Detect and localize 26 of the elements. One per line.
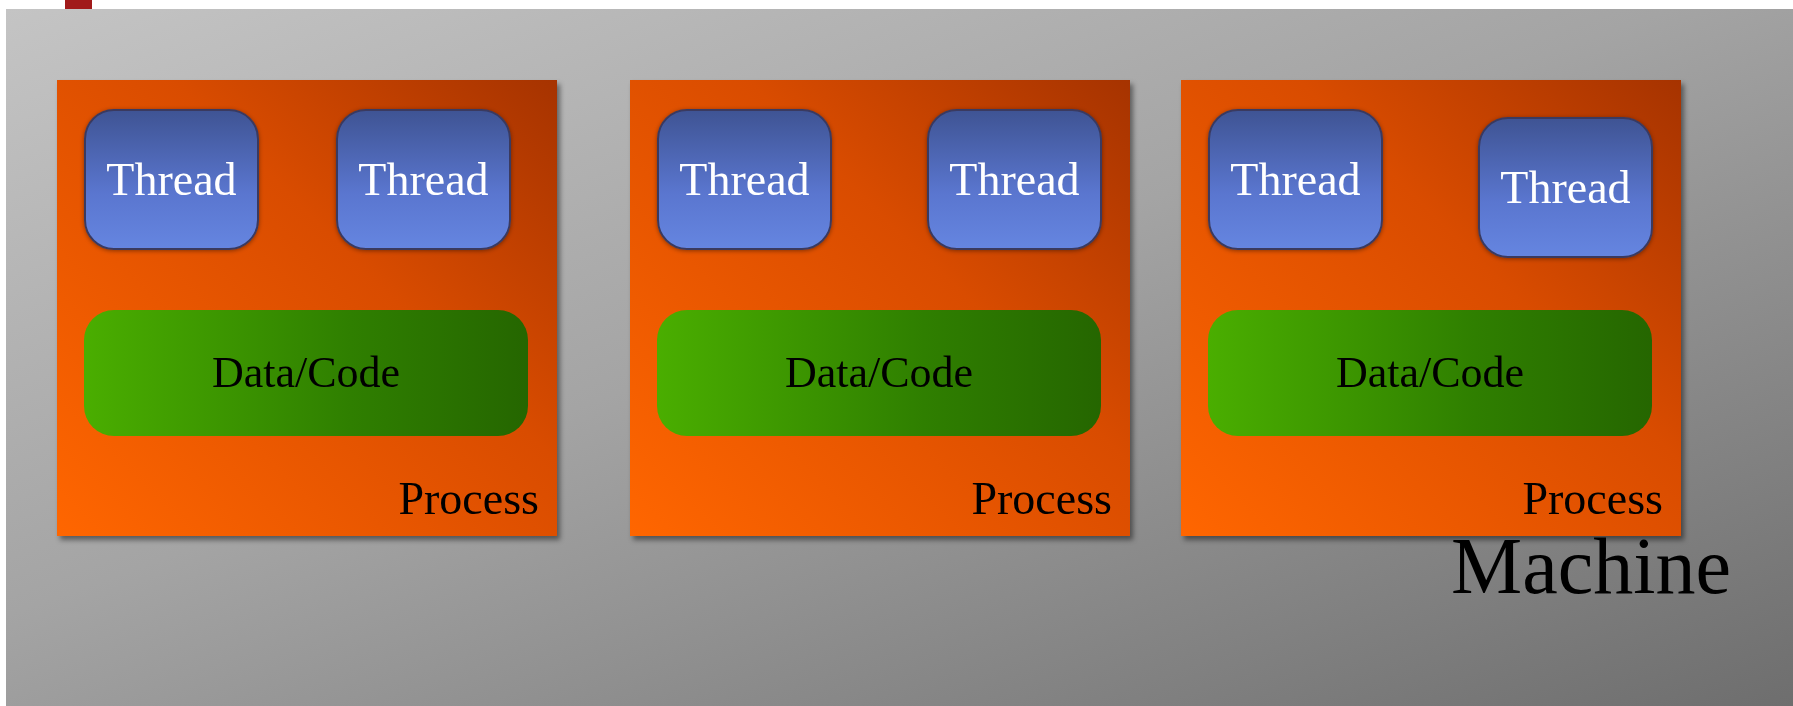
process-box <box>1181 80 1681 536</box>
machine-label: Machine <box>1451 526 1731 606</box>
thread-label: Thread <box>358 156 489 203</box>
data-code-label: Data/Code <box>211 351 401 395</box>
data-code-box <box>1208 310 1652 436</box>
thread-label: Thread <box>106 156 237 203</box>
thread-box <box>1478 117 1653 258</box>
thread-label: Thread <box>1230 156 1361 203</box>
thread-label: Thread <box>1500 164 1631 211</box>
data-code-box <box>84 310 528 436</box>
thread-box <box>84 109 259 250</box>
data-code-box <box>657 310 1101 436</box>
data-code-label: Data/Code <box>784 351 974 395</box>
thread-box <box>927 109 1102 250</box>
process-label: Process <box>971 476 1112 522</box>
process-box <box>630 80 1130 536</box>
thread-box <box>657 109 832 250</box>
thread-label: Thread <box>949 156 1080 203</box>
machine-panel <box>6 9 1793 706</box>
thread-box <box>1208 109 1383 250</box>
process-box <box>57 80 557 536</box>
thread-box <box>336 109 511 250</box>
process-label: Process <box>398 476 539 522</box>
thread-label: Thread <box>679 156 810 203</box>
data-code-label: Data/Code <box>1335 351 1525 395</box>
process-label: Process <box>1522 476 1663 522</box>
